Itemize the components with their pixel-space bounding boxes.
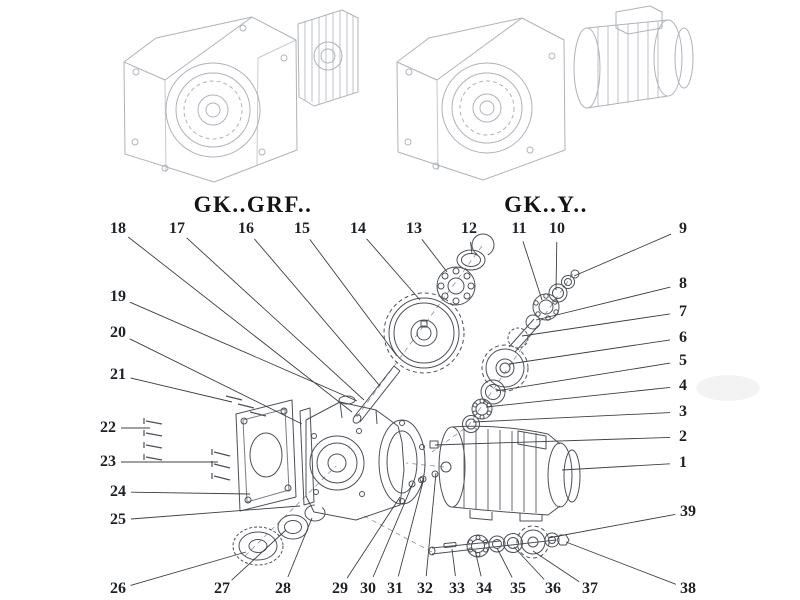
part-number-5: 5 [679, 352, 687, 369]
leader-line-11 [522, 241, 543, 301]
leader-line-17 [186, 237, 365, 401]
part-number-16: 16 [238, 220, 254, 237]
part-number-15: 15 [294, 220, 310, 237]
main-bearing [436, 266, 476, 306]
part-number-6: 6 [679, 329, 687, 346]
part-number-26: 26 [110, 580, 126, 597]
part-number-29: 29 [332, 580, 348, 597]
leader-line-4 [485, 386, 671, 408]
leader-line-1 [561, 463, 671, 471]
part-number-34: 34 [476, 580, 492, 597]
leader-line-37 [532, 550, 580, 583]
part-number-12: 12 [461, 220, 477, 237]
leader-line-14 [366, 238, 421, 301]
leader-line-34 [474, 549, 482, 577]
part-number-25: 25 [110, 511, 126, 528]
leader-line-2 [434, 436, 671, 446]
leader-line-20 [129, 338, 303, 425]
leader-line-15 [309, 239, 398, 357]
main-gear [383, 292, 465, 374]
leader-line-33 [451, 548, 456, 577]
leader-line-25 [130, 505, 301, 520]
leader-line-5 [495, 362, 671, 392]
leader-line-12 [470, 241, 473, 255]
leader-line-31 [397, 477, 425, 577]
gearbox-grf-illustration [123, 9, 359, 183]
leader-line-36 [513, 546, 545, 580]
part-number-11: 11 [511, 220, 527, 237]
y-motor [573, 5, 694, 109]
exploded-assembly [143, 233, 581, 566]
model-label-grf: GK..GRF.. [193, 192, 313, 217]
part-number-22: 22 [100, 419, 116, 436]
part-number-37: 37 [582, 580, 598, 597]
part-number-19: 19 [110, 288, 126, 305]
part-number-21: 21 [110, 366, 126, 383]
leader-line-16 [254, 238, 381, 387]
watermark [696, 375, 760, 401]
leader-line-21 [130, 377, 233, 403]
leader-line-35 [496, 547, 513, 578]
part-number-27: 27 [214, 580, 230, 597]
part-number-17: 17 [169, 220, 185, 237]
leader-line-10 [555, 241, 558, 291]
leader-line-3 [472, 412, 671, 423]
motor-terminal-box [517, 430, 547, 450]
leader-line-24 [130, 491, 251, 495]
part-number-10: 10 [549, 220, 565, 237]
part-number-1: 1 [679, 454, 687, 471]
flange-plate [235, 399, 297, 512]
input-shaft [352, 365, 401, 424]
part-number-14: 14 [350, 220, 366, 237]
part-number-18: 18 [110, 220, 126, 237]
leader-line-13 [421, 239, 448, 273]
leader-line-39 [547, 513, 676, 539]
leader-line-29 [346, 496, 401, 579]
leader-line-6 [508, 339, 671, 365]
motor [438, 425, 581, 522]
seal-ring [456, 249, 486, 271]
part-number-9: 9 [679, 220, 687, 237]
part-number-7: 7 [679, 303, 687, 320]
gearbox-y-illustration [396, 5, 694, 181]
leader-line-7 [521, 313, 671, 337]
output-shaft-assembly [428, 525, 570, 559]
part-number-3: 3 [679, 403, 687, 420]
leader-line-9 [573, 233, 672, 277]
mounting-screws [143, 395, 267, 481]
part-number-28: 28 [275, 580, 291, 597]
snap-ring [471, 233, 495, 257]
leader-line-38 [565, 541, 677, 585]
gear-housing [305, 395, 439, 521]
part-number-23: 23 [100, 453, 116, 470]
part-number-13: 13 [406, 220, 422, 237]
part-number-8: 8 [679, 275, 687, 292]
gasket [299, 407, 315, 506]
part-number-31: 31 [387, 580, 403, 597]
part-number-2: 2 [679, 428, 687, 445]
leader-line-8 [535, 286, 671, 321]
leader-line-27 [231, 529, 287, 581]
part-number-33: 33 [449, 580, 465, 597]
part-number-38: 38 [680, 580, 696, 597]
part-number-30: 30 [360, 580, 376, 597]
pinion-shaft-assembly [507, 269, 580, 353]
grf-input-adapter [297, 9, 359, 107]
part-number-39: 39 [680, 503, 696, 520]
part-number-36: 36 [545, 580, 561, 597]
leader-line-32 [425, 472, 437, 577]
leader-line-30 [372, 482, 414, 578]
intermediate-gear-stack [462, 344, 529, 433]
leader-line-19 [129, 301, 358, 402]
part-number-20: 20 [110, 324, 126, 341]
model-label-y: GK..Y.. [504, 192, 588, 217]
part-number-4: 4 [679, 377, 687, 394]
part-number-24: 24 [110, 483, 126, 500]
part-number-35: 35 [510, 580, 526, 597]
part-number-32: 32 [417, 580, 433, 597]
leader-line-28 [287, 517, 313, 578]
leader-line-26 [130, 551, 247, 586]
